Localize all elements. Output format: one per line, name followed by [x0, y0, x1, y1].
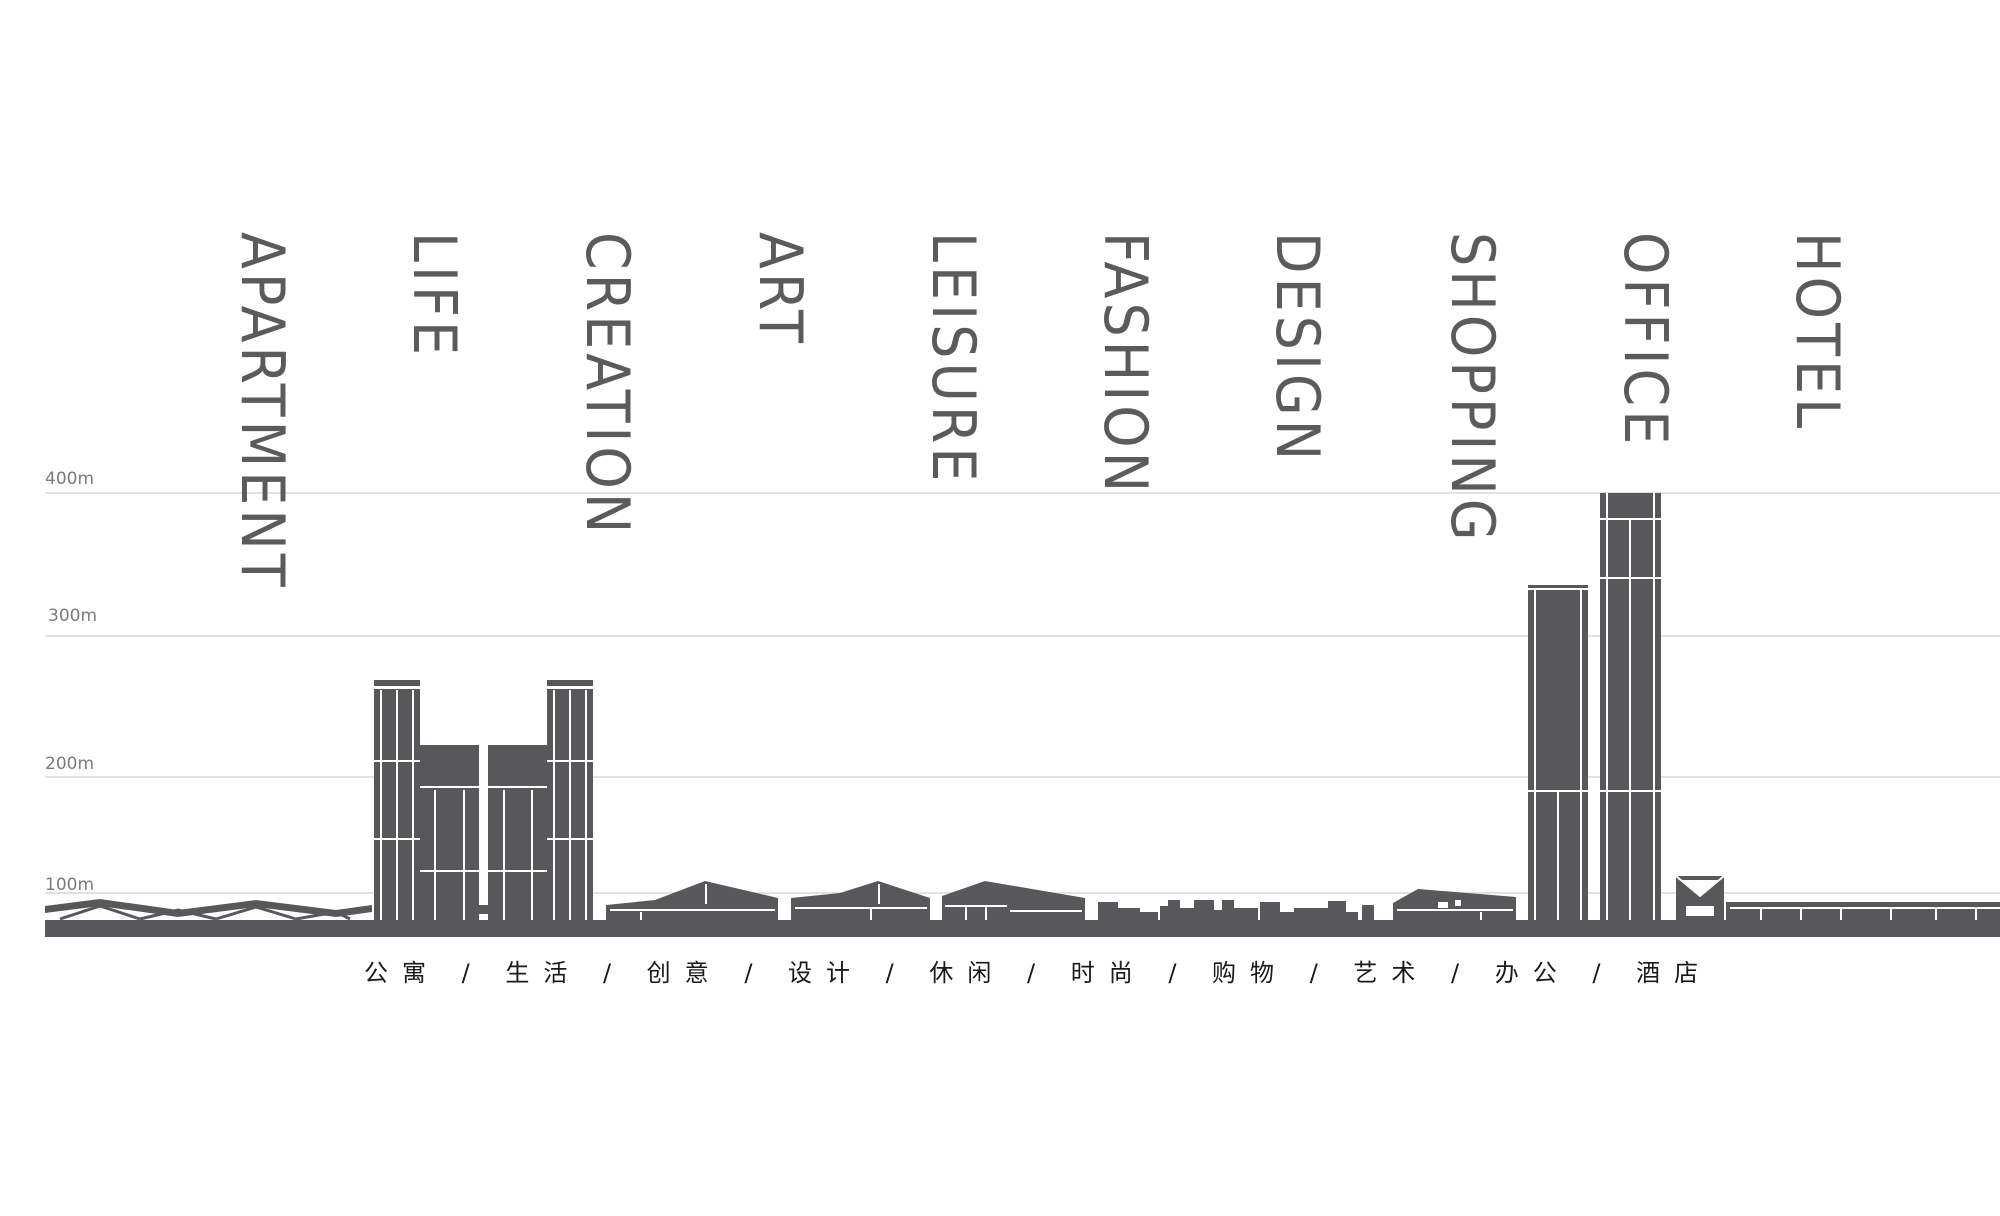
word-hotel: HOTEL	[1782, 232, 1852, 432]
office-towers	[1528, 493, 1661, 920]
category-words: APARTMENT LIFE CREATION ART LEISURE FASH…	[227, 232, 1852, 591]
fashion-blocks	[1098, 900, 1374, 920]
hotel-buildings	[1675, 875, 2000, 920]
word-design: DESIGN	[1262, 232, 1332, 464]
tower-mid-a	[420, 745, 479, 920]
leisure-pavilion	[942, 881, 1085, 920]
label-100m: 100m	[45, 875, 94, 895]
word-creation: CREATION	[572, 232, 642, 537]
shopping-mall	[1393, 889, 1516, 920]
label-200m: 200m	[45, 754, 94, 774]
label-300m: 300m	[48, 606, 97, 626]
word-art: ART	[745, 232, 815, 347]
height-gridlines	[45, 492, 2000, 894]
apartment-lowrise	[45, 899, 372, 921]
word-apartment: APARTMENT	[227, 232, 297, 591]
word-office: OFFICE	[1610, 232, 1680, 448]
art-pavilion	[606, 881, 778, 920]
word-fashion: FASHION	[1090, 232, 1160, 496]
word-life: LIFE	[399, 232, 469, 359]
tower-mid-b	[488, 745, 547, 920]
design-pavilion	[791, 881, 930, 920]
word-shopping: SHOPPING	[1437, 232, 1507, 545]
hotel-lowrise	[1726, 902, 2000, 920]
residential-towers	[374, 680, 593, 920]
chinese-caption: 公寓 / 生活 / 创意 / 设计 / 休闲 / 时尚 / 购物 / 艺术 / …	[364, 959, 1712, 987]
ground-strip	[45, 920, 2000, 937]
label-400m: 400m	[45, 469, 94, 489]
word-leisure: LEISURE	[918, 232, 988, 485]
